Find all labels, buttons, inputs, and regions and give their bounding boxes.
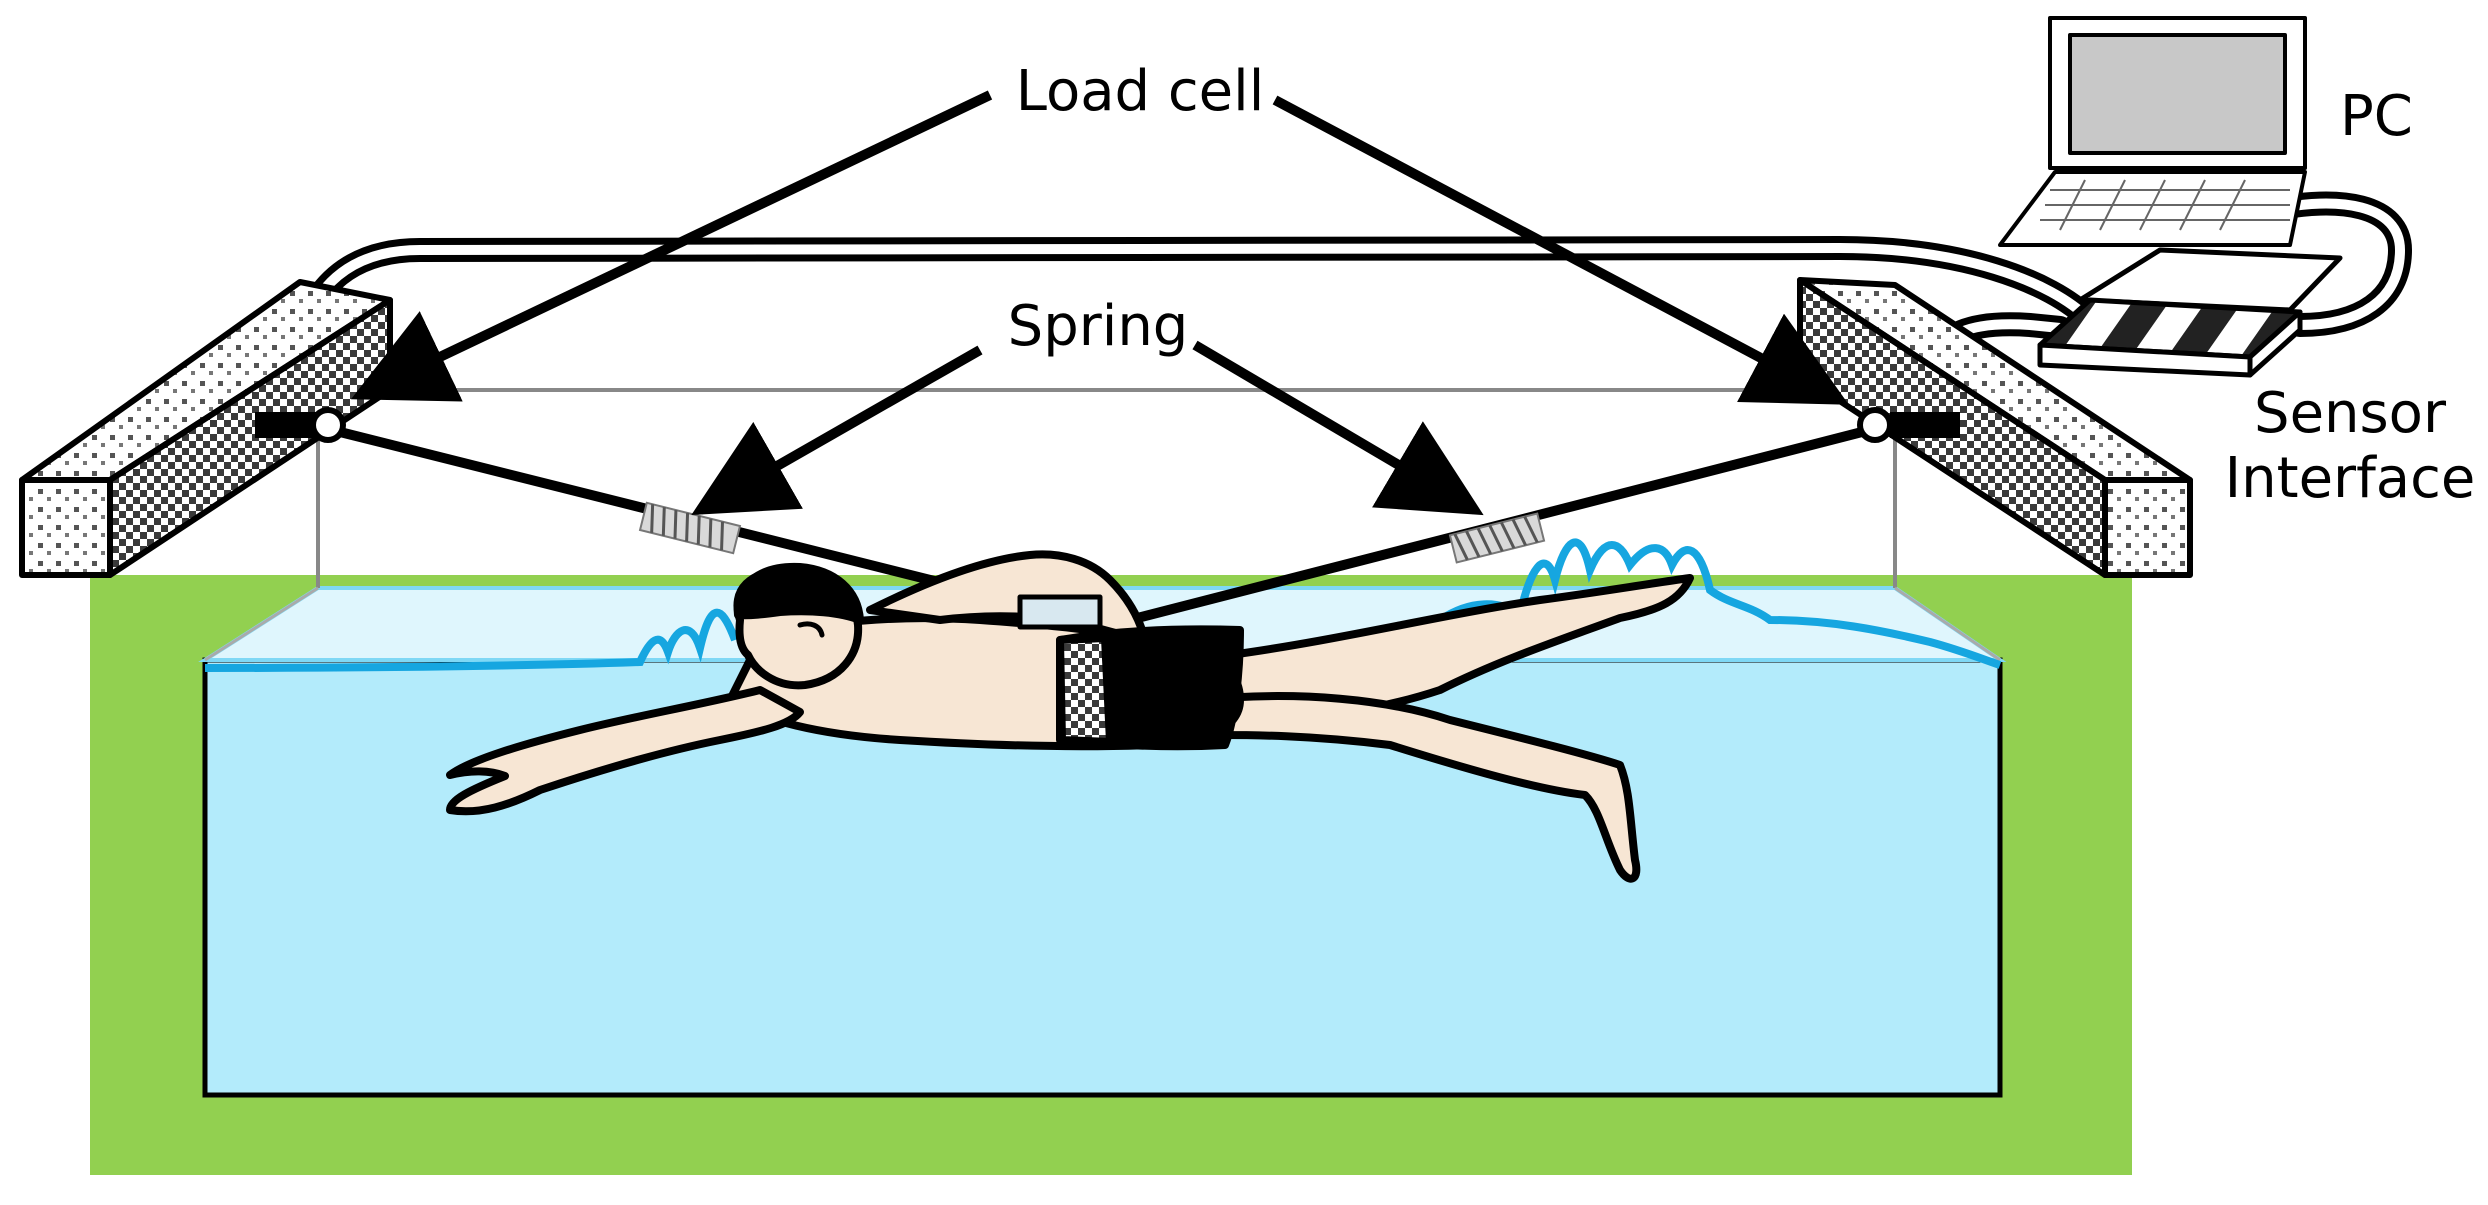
left-beam [19,279,393,578]
pool-back-edge [316,388,1897,588]
spring-right [1448,512,1546,564]
load-cell-arrows [350,90,1849,405]
load-cell-right [1857,407,1960,443]
pool-left-edge [204,586,319,662]
label-load-cell: Load cell [1016,59,1265,124]
wave-right [1437,538,2002,669]
spring-left [638,501,742,555]
label-spring: Spring [1008,294,1189,359]
load-cell-left [255,407,346,443]
load-cell-right-pivot [1857,407,1893,443]
laptop-pc [1998,16,2307,247]
tether-attachment-box [1017,594,1103,630]
pool-right-edge [1894,586,2001,662]
wave-left [204,608,739,672]
spring-arrows [691,340,1484,516]
laptop-screen [2068,33,2287,155]
swimmer [446,550,1694,883]
sensor-interface-box [2037,247,2343,378]
label-pc: PC [2340,84,2413,149]
label-interface: Interface [2225,446,2476,511]
swim-cap [733,562,864,624]
label-sensor: Sensor [2254,381,2447,446]
load-cell-left-pivot [310,407,346,443]
laptop-keyboard [1998,170,2307,247]
pool [90,388,2132,1175]
